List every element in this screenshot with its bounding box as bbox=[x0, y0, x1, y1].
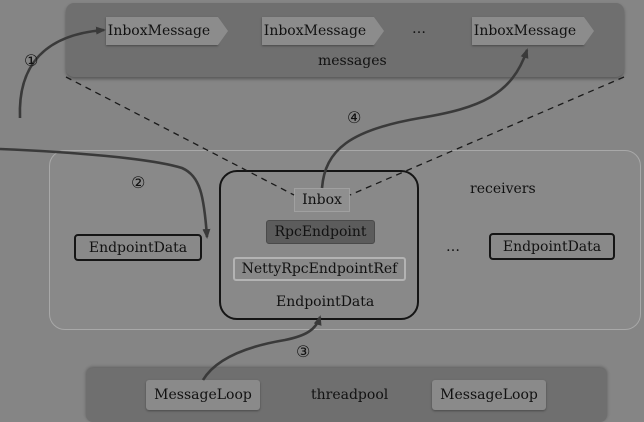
endpoint-data-right: EndpointData bbox=[489, 233, 615, 260]
inbox-box: Inbox bbox=[294, 188, 350, 212]
messages-ellipsis: … bbox=[412, 21, 426, 37]
message-loop-left: MessageLoop bbox=[146, 380, 260, 410]
receivers-label: receivers bbox=[470, 181, 536, 197]
step-4-marker: ④ bbox=[347, 108, 361, 127]
message-loop-right: MessageLoop bbox=[432, 380, 546, 410]
threadpool-label: threadpool bbox=[311, 387, 389, 403]
arrow-step-1 bbox=[18, 26, 106, 119]
arrow-step-3 bbox=[201, 315, 322, 381]
inbox-message-2: InboxMessage bbox=[262, 17, 384, 45]
arrow-step-2 bbox=[0, 147, 211, 239]
inbox-message-1: InboxMessage bbox=[106, 17, 228, 45]
endpoint-data-caption: EndpointData bbox=[276, 294, 375, 310]
messages-label: messages bbox=[318, 53, 387, 69]
endpoint-data-left: EndpointData bbox=[74, 234, 202, 261]
step-2-marker: ② bbox=[131, 173, 145, 192]
funnel-line-right bbox=[349, 76, 625, 196]
step-3-marker: ③ bbox=[296, 342, 310, 361]
rpc-endpoint-box: RpcEndpoint bbox=[266, 220, 375, 244]
netty-rpc-endpoint-ref-box: NettyRpcEndpointRef bbox=[233, 257, 406, 281]
arrow-step-4 bbox=[320, 48, 529, 189]
inbox-message-3: InboxMessage bbox=[472, 17, 594, 45]
funnel-line-left bbox=[65, 76, 295, 196]
step-1-marker: ① bbox=[24, 51, 38, 70]
receivers-ellipsis: … bbox=[446, 239, 460, 255]
